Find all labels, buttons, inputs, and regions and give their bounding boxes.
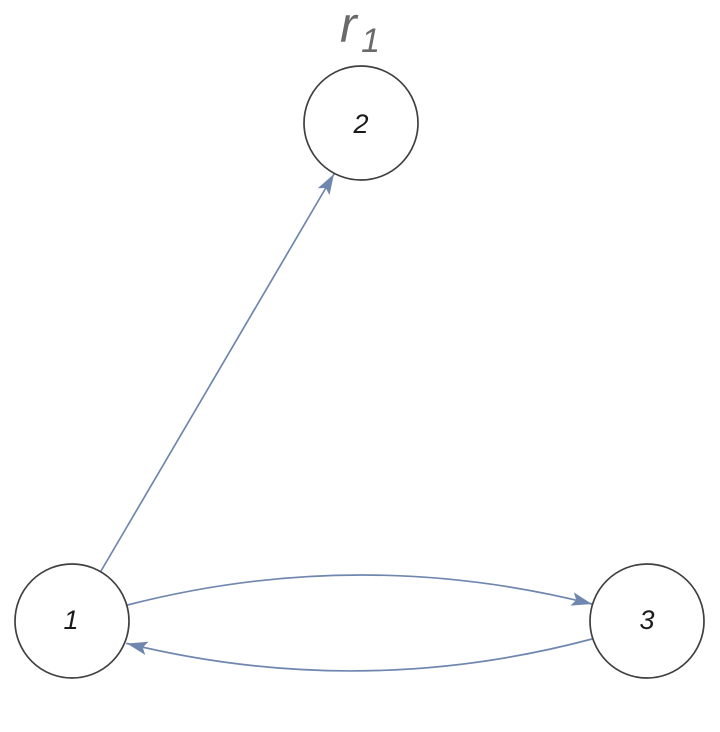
figure-title: r 1: [340, 0, 380, 60]
edge-1-to-3: [126, 574, 593, 606]
node-2-circle: [303, 65, 419, 181]
figure-title-subscript: 1: [361, 22, 380, 60]
edge-1-to-2: [100, 173, 335, 572]
edge-3-to-1: [126, 638, 593, 672]
figure-title-base: r: [340, 0, 359, 53]
node-3: 3: [589, 563, 705, 679]
node-2-label: 2: [352, 109, 368, 139]
node-3-label: 3: [639, 605, 654, 635]
node-2: 2: [303, 65, 419, 181]
node-3-circle: [589, 563, 705, 679]
node-1-label: 1: [63, 605, 78, 635]
node-1: 1: [14, 563, 130, 679]
node-group: 1 2 3: [14, 65, 705, 679]
edge-group: [100, 173, 593, 672]
node-1-circle: [14, 563, 130, 679]
